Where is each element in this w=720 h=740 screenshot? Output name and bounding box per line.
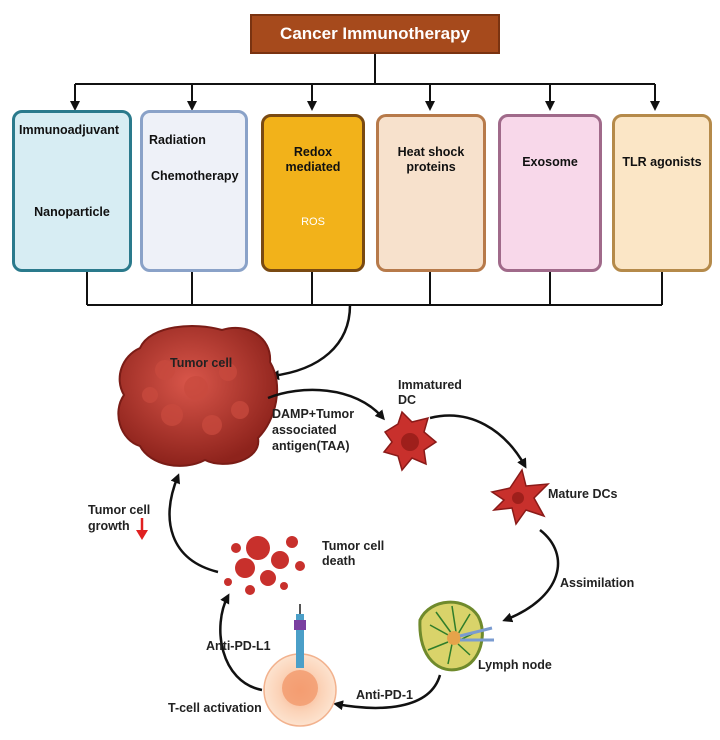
card-radiation: Radiation Chemotherapy <box>140 110 248 272</box>
card-exosome: Exosome <box>498 114 602 272</box>
label-t-cell-activation: T-cell activation <box>168 701 262 715</box>
arrow-mature-to-lymph <box>502 529 560 623</box>
arrow-tcell-to-death <box>219 593 263 692</box>
top-connector <box>70 54 660 111</box>
card-exosome-title: Exosome <box>522 155 578 169</box>
card-radiation-title: Radiation <box>149 133 206 147</box>
card-heat-shock-line2: proteins <box>406 160 456 174</box>
card-redox-line1: Redox <box>293 145 333 159</box>
card-immunoadjuvant: Immunoadjuvant Nanoparticle <box>12 110 132 272</box>
label-tumor-death-line1: Tumor cell <box>322 539 385 553</box>
down-arrow-icon <box>136 518 148 540</box>
t-cell-illustration <box>263 604 337 727</box>
label-growth-line1: Tumor cell <box>88 503 151 517</box>
page-title: Cancer Immunotherapy <box>250 14 500 54</box>
arrow-death-to-tumor <box>168 473 219 574</box>
label-lymph-node: Lymph node <box>478 658 552 672</box>
card-redox: Redox mediated ROS <box>261 114 365 272</box>
arrow-dc-to-mature <box>429 414 527 469</box>
label-damp-line3: antigen(TAA) <box>272 439 350 453</box>
immature-dc-illustration <box>382 410 438 472</box>
ros-badge-label: ROS <box>301 216 325 228</box>
label-growth-line2: growth <box>88 519 130 533</box>
card-heat-shock: Heat shock proteins <box>376 114 486 272</box>
mature-dc-illustration <box>490 468 550 526</box>
tumor-cell-illustration <box>117 325 279 467</box>
label-tumor-cell: Tumor cell <box>170 356 233 370</box>
label-mature-dcs: Mature DCs <box>548 487 618 501</box>
label-anti-pd1: Anti-PD-1 <box>356 688 413 702</box>
label-anti-pdl1: Anti-PD-L1 <box>206 639 271 653</box>
label-immatured-line1: Immatured <box>398 378 462 392</box>
tumor-death-illustration <box>224 536 305 595</box>
label-tumor-death-line2: death <box>322 554 356 568</box>
arrow-to-tumor <box>269 304 352 381</box>
arrow-lymph-to-tcell <box>333 674 442 711</box>
card-tlr-title: TLR agonists <box>622 155 702 169</box>
bottom-connector <box>86 272 663 381</box>
arrow-tumor-to-dc <box>267 388 385 421</box>
card-tlr: TLR agonists <box>612 114 712 272</box>
label-damp-line2: associated <box>272 423 337 437</box>
label-damp-line1: DAMP+Tumor <box>272 407 355 421</box>
card-immunoadjuvant-title: Immunoadjuvant <box>19 123 120 137</box>
label-immatured-line2: DC <box>398 393 417 407</box>
card-redox-line2: mediated <box>285 160 341 174</box>
label-assimilation: Assimilation <box>560 576 635 590</box>
card-heat-shock-line1: Heat shock <box>397 145 465 159</box>
card-radiation-subtitle: Chemotherapy <box>151 169 239 183</box>
card-immunoadjuvant-subtitle: Nanoparticle <box>34 205 110 219</box>
lymph-node-illustration <box>418 600 494 672</box>
